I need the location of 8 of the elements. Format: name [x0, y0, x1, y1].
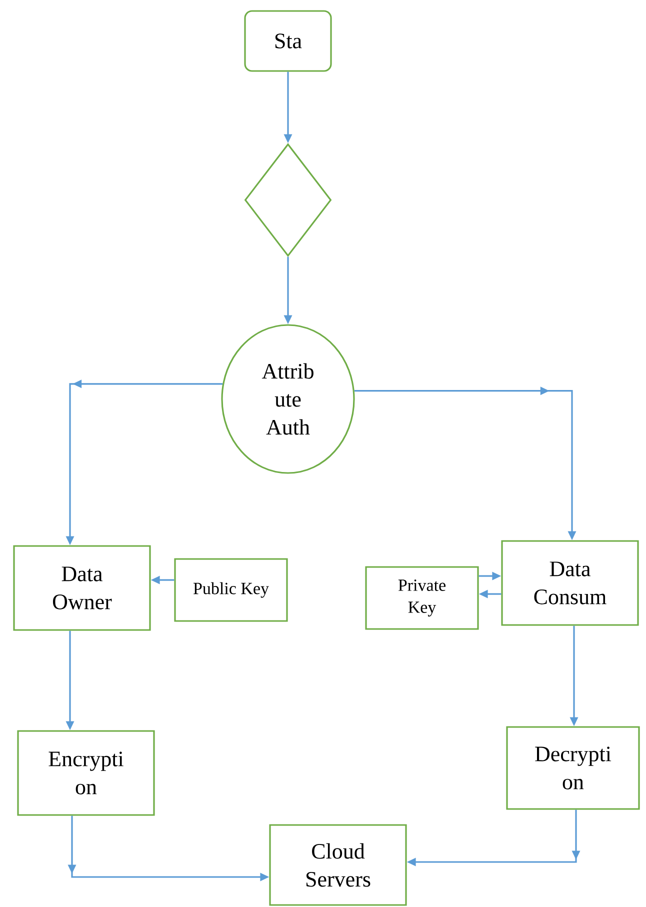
key-box: Public Key [174, 558, 288, 622]
start-box: Sta [244, 10, 332, 72]
process-box: Data Consum [501, 540, 639, 626]
process-box: Cloud Servers [269, 824, 407, 906]
key-box: Private Key [365, 566, 479, 630]
process-box: Encrypti on [17, 730, 155, 816]
process-box: Decrypti on [506, 726, 640, 810]
process-box: Data Owner [13, 545, 151, 631]
